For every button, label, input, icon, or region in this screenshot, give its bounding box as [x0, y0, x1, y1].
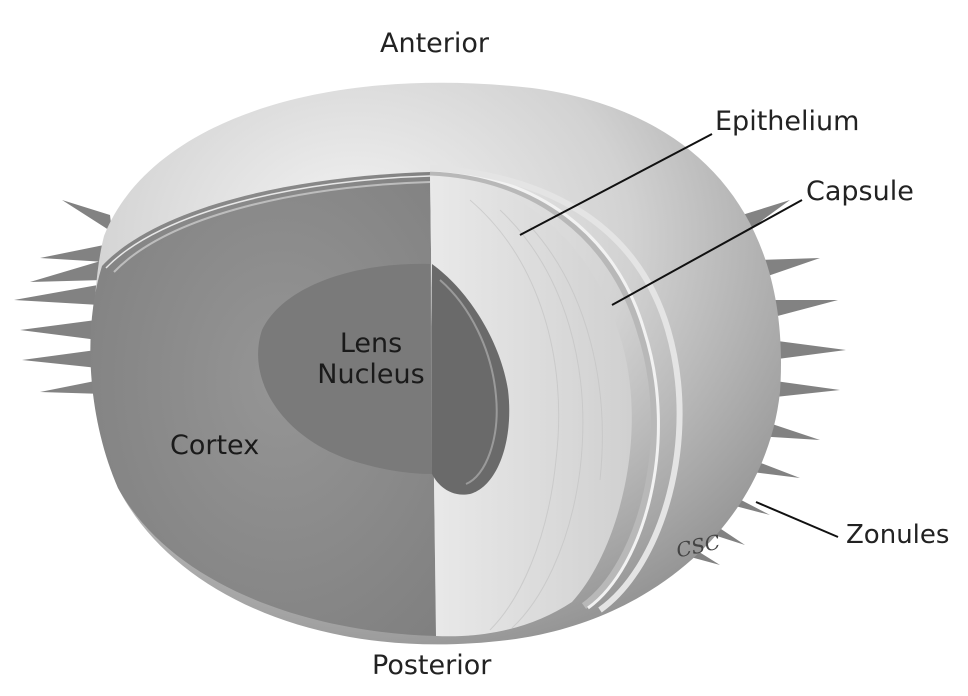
- nucleus-cavity: [432, 264, 510, 495]
- epithelium-band: [429, 168, 658, 609]
- label-anterior: Anterior: [380, 28, 490, 59]
- label-capsule: Capsule: [806, 176, 914, 207]
- cut-face-wedge: [430, 172, 632, 637]
- zonules-left: [14, 200, 112, 394]
- label-lens-nucleus-line2: Nucleus: [317, 359, 425, 391]
- capsule-band: [429, 165, 683, 613]
- leader-lines: [519, 133, 839, 538]
- label-lens-nucleus: Lens Nucleus: [306, 328, 436, 390]
- label-zonules: Zonules: [846, 520, 950, 550]
- label-cortex: Cortex: [170, 430, 260, 461]
- lens-nucleus: [258, 263, 432, 474]
- cortex-layer-lines: [469, 199, 603, 631]
- label-posterior: Posterior: [372, 650, 492, 681]
- label-epithelium: Epithelium: [715, 106, 860, 137]
- label-lens-nucleus-line1: Lens: [339, 328, 403, 359]
